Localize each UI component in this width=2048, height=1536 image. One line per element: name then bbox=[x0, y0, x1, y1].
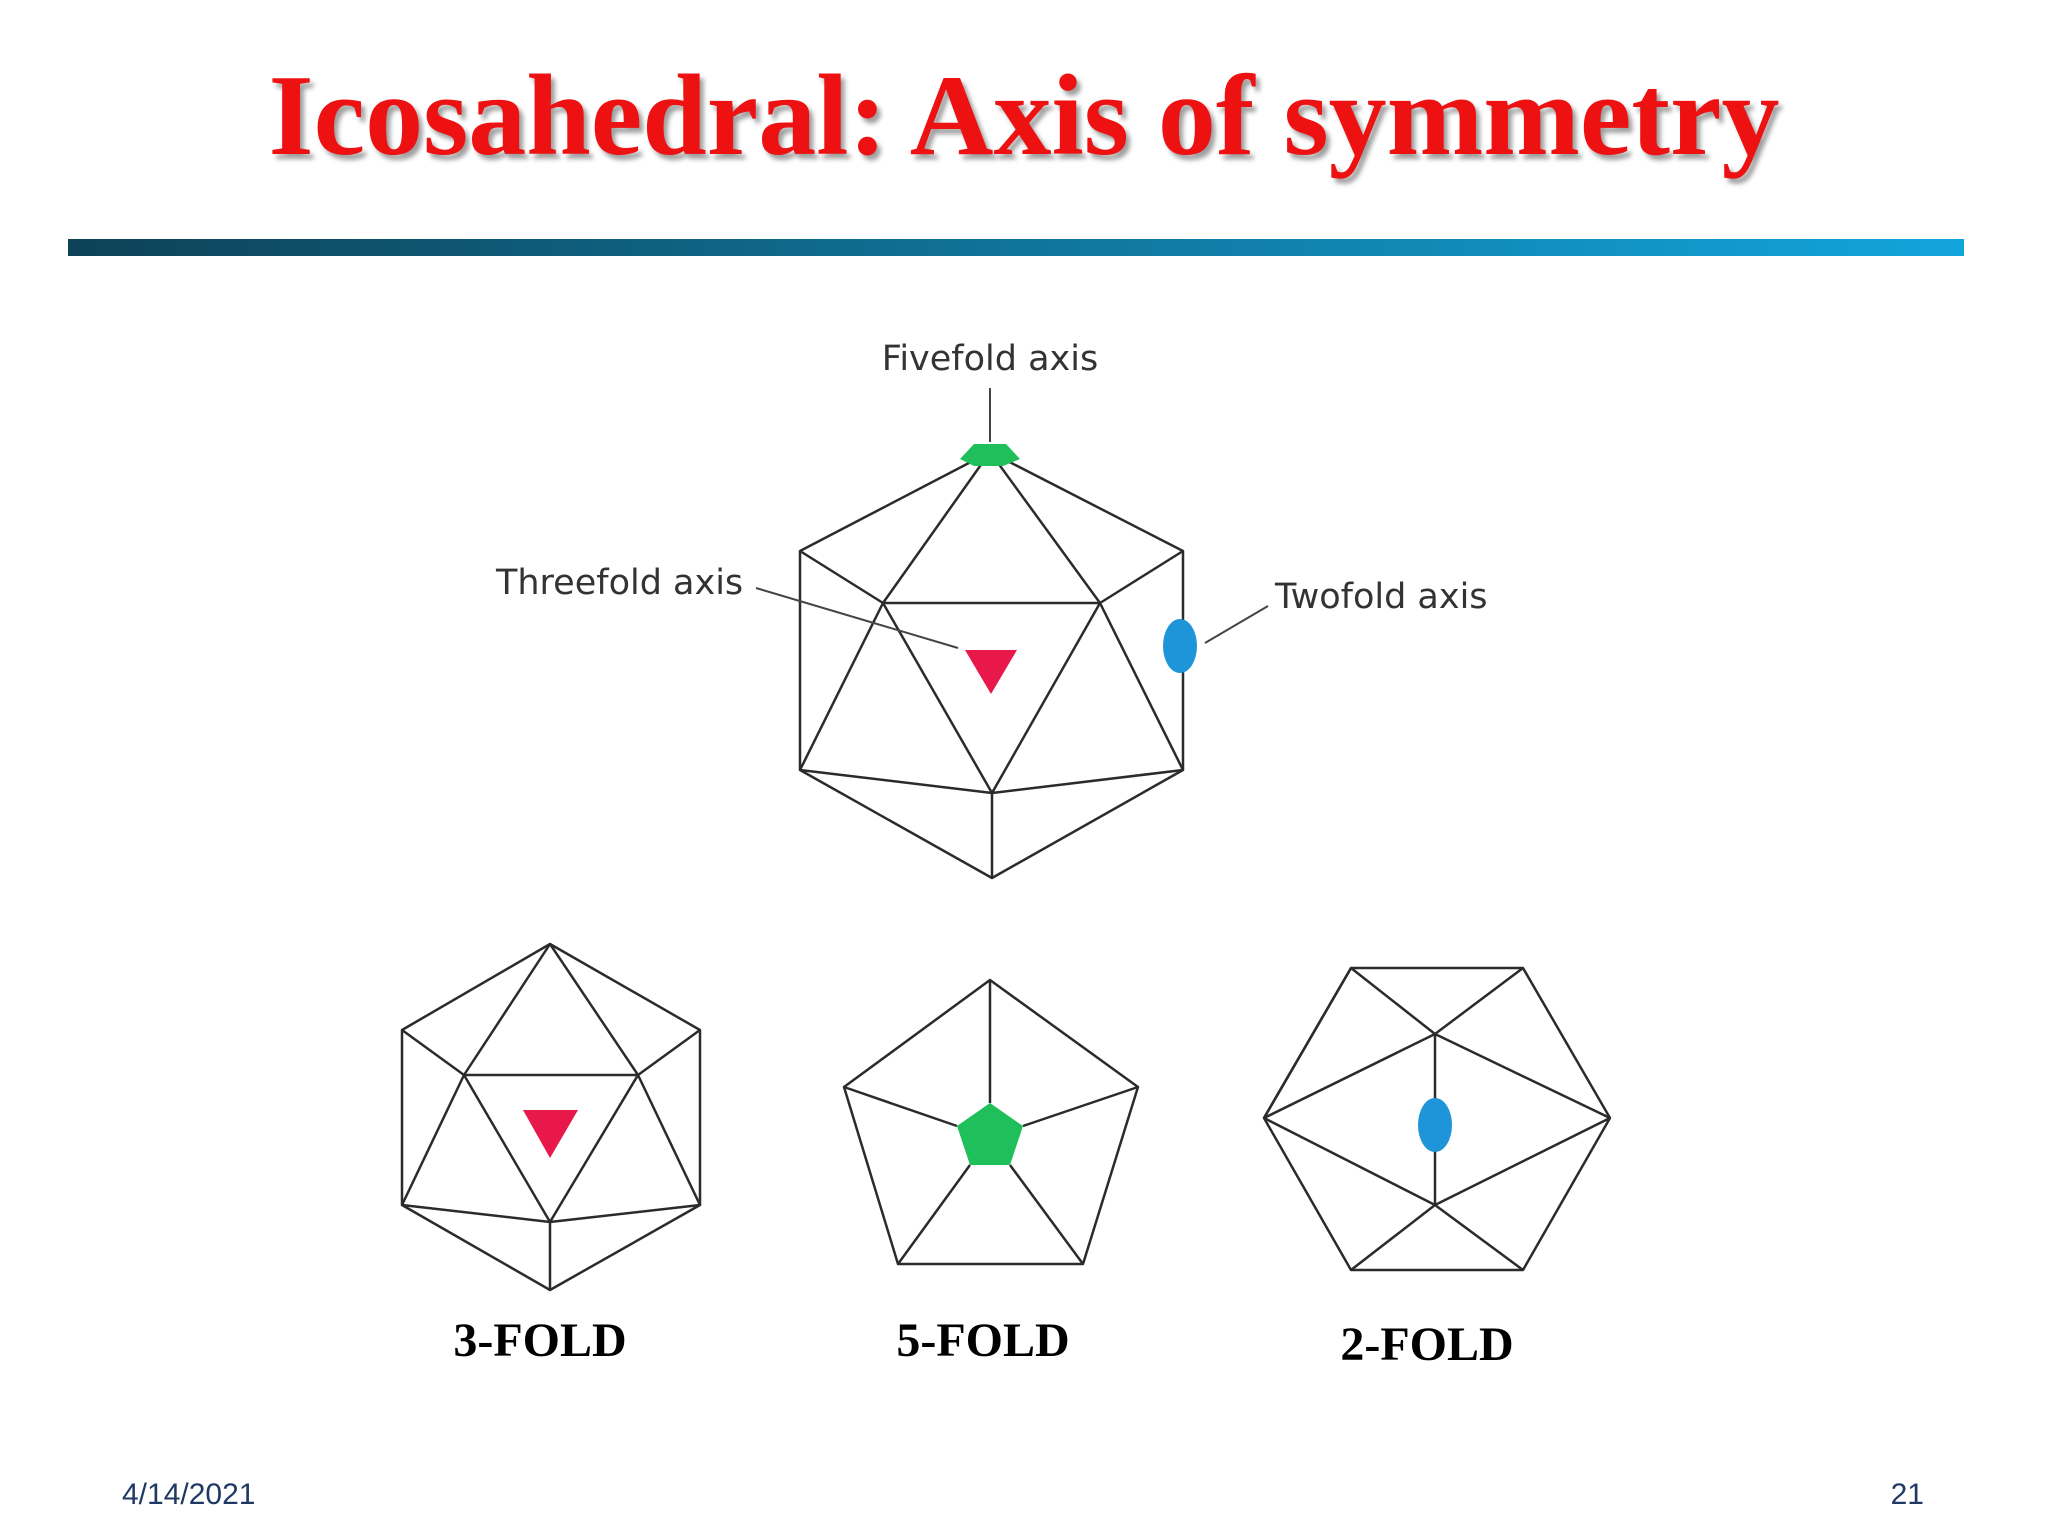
threefold-axis-label: Threefold axis bbox=[495, 563, 743, 603]
twofold-leader-line bbox=[1204, 605, 1269, 644]
footer-date: 4/14/2021 bbox=[122, 1478, 256, 1511]
fivefold-axis-marker bbox=[960, 444, 1020, 466]
slide-title: Icosahedral: Axis of symmetry bbox=[268, 52, 1780, 180]
fivefold-view-label: 5-FOLD bbox=[896, 1314, 1069, 1367]
twofold-axis-marker bbox=[1163, 619, 1197, 673]
main-icosahedron bbox=[798, 450, 1185, 880]
footer-page-number: 21 bbox=[1890, 1478, 1924, 1511]
threefold-axis-marker bbox=[965, 650, 1017, 694]
callout-leaders bbox=[755, 388, 1269, 649]
threefold-view-marker bbox=[523, 1110, 578, 1158]
title-underline-rule bbox=[68, 239, 1964, 256]
fivefold-view: 5-FOLD bbox=[842, 978, 1140, 1367]
fivefold-axis-label: Fivefold axis bbox=[882, 339, 1098, 379]
twofold-view-marker bbox=[1418, 1098, 1452, 1152]
threefold-leader-line bbox=[755, 587, 959, 649]
threefold-view-label: 3-FOLD bbox=[453, 1314, 626, 1367]
twofold-view: 2-FOLD bbox=[1262, 966, 1612, 1371]
twofold-view-label: 2-FOLD bbox=[1340, 1318, 1513, 1371]
fivefold-view-marker bbox=[957, 1103, 1023, 1165]
twofold-axis-label: Twofold axis bbox=[1274, 577, 1488, 617]
threefold-view: 3-FOLD bbox=[400, 942, 702, 1367]
